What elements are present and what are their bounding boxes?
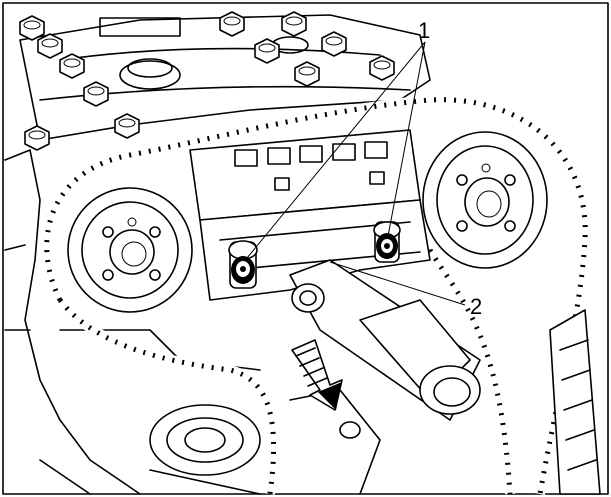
lower-housing xyxy=(149,389,381,495)
cylinder-head xyxy=(19,14,431,141)
bolt-1-right xyxy=(373,221,401,263)
bolt xyxy=(281,11,307,37)
callout-2: 2 xyxy=(470,294,482,319)
leader-lines xyxy=(246,41,466,306)
bolt xyxy=(59,53,85,79)
head-bolts xyxy=(19,11,395,151)
right-chain-guide xyxy=(549,309,601,495)
bolt xyxy=(19,15,45,41)
timing-chain xyxy=(41,94,591,495)
bolt xyxy=(37,33,63,59)
left-camshaft-sprocket xyxy=(67,187,193,313)
chain-tensioner-2 xyxy=(289,259,481,421)
direction-arrow xyxy=(291,339,343,411)
bolt xyxy=(219,11,245,37)
callout-1: 1 xyxy=(418,18,430,43)
right-camshaft-sprocket xyxy=(422,131,548,269)
bolt xyxy=(114,113,140,139)
bolt xyxy=(254,38,280,64)
bolt xyxy=(294,61,320,87)
bolt-1-left xyxy=(228,240,258,289)
bolt xyxy=(24,125,50,151)
bolt xyxy=(321,31,347,57)
bolt xyxy=(83,81,109,107)
chain-guide-plate xyxy=(199,199,431,301)
bolt xyxy=(369,55,395,81)
